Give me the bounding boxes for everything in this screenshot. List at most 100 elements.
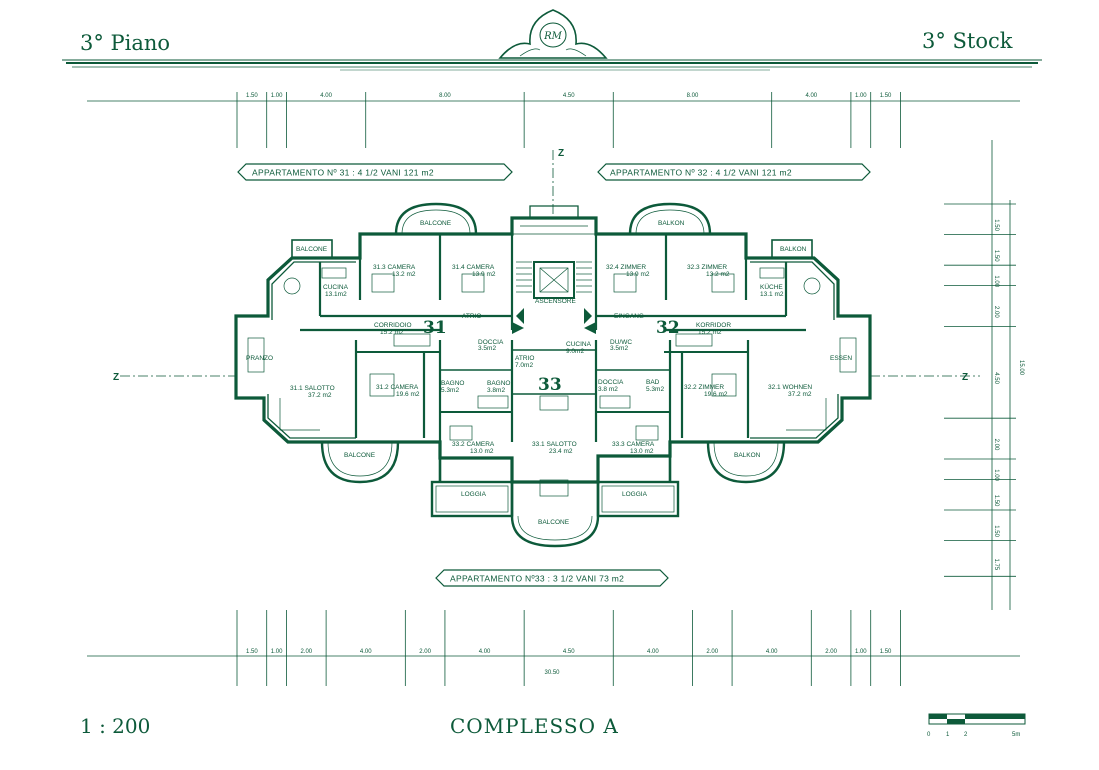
dim-right-label: 1.50 bbox=[993, 250, 999, 262]
label-cucina-33-area: 9.0m2 bbox=[566, 348, 584, 355]
dim-bottom-label: 4.50 bbox=[563, 649, 575, 655]
label-room-31-3: 31.3 CAMERA bbox=[373, 264, 416, 271]
dimension-total-depth: 15.00 bbox=[1018, 360, 1024, 376]
dim-top-label: 4.00 bbox=[805, 93, 817, 99]
dim-bottom-label: 1.50 bbox=[880, 649, 892, 655]
label-room-32-2-area: 19.6 m2 bbox=[704, 391, 728, 398]
label-bagno-2: BAGNO bbox=[487, 380, 510, 387]
label-room-33-1-area: 23.4 m2 bbox=[549, 448, 573, 455]
label-pranzo: PRANZO bbox=[246, 355, 273, 362]
footer: 1 : 200 COMPLESSO A 0 1 2 5m bbox=[80, 713, 1026, 738]
label-room-31-2: 31.2 CAMERA bbox=[376, 384, 419, 391]
label-room-32-4: 32.4 ZIMMER bbox=[606, 264, 646, 271]
label-doccia: DOCCIA bbox=[478, 339, 504, 346]
dim-bottom-label: 4.00 bbox=[647, 649, 659, 655]
label-bad-area: 5.3m2 bbox=[646, 386, 664, 393]
label-ascensore: ASCENSORE bbox=[535, 298, 576, 305]
dim-top-label: 8.00 bbox=[687, 93, 699, 99]
label-room-33-2-area: 13.0 m2 bbox=[470, 448, 494, 455]
axis-mark-left: Z bbox=[113, 372, 119, 383]
dim-bottom-label: 4.00 bbox=[766, 649, 778, 655]
svg-text:1: 1 bbox=[946, 732, 950, 738]
label-balcone-top: BALCONE bbox=[420, 220, 452, 227]
label-atrio: ATRIO bbox=[462, 313, 481, 320]
dim-right-label: 1.75 bbox=[993, 558, 999, 570]
dim-bottom-label: 2.00 bbox=[706, 649, 718, 655]
dim-right-label: 2.00 bbox=[993, 306, 999, 318]
dim-bottom-label: 2.00 bbox=[300, 649, 312, 655]
label-corridoio: CORRIDOIO bbox=[374, 322, 412, 329]
label-doccia-2: DOCCIA bbox=[598, 379, 624, 386]
furniture bbox=[247, 267, 857, 497]
svg-text:APPARTAMENTO Nº 32 : 4 1/2: APPARTAMENTO Nº 32 : 4 1/2 VANI 121 m2 bbox=[610, 168, 792, 178]
label-corridoio-area: 15.2 m2 bbox=[380, 329, 404, 336]
label-eingang: EINGANG bbox=[614, 313, 644, 320]
label-balkon-corner: BALKON bbox=[780, 246, 807, 253]
label-room-32-1-area: 37.2 m2 bbox=[788, 391, 812, 398]
apartment-tag-32: APPARTAMENTO Nº 32 : 4 1/2 VANI 121 m2 bbox=[597, 163, 871, 181]
dim-bottom-label: 1.00 bbox=[855, 649, 867, 655]
label-kuche: KÜCHE bbox=[760, 283, 783, 291]
dim-right-label: 2.00 bbox=[993, 439, 999, 451]
label-balkon-side: BALKON bbox=[734, 452, 761, 459]
scale-bar: 0 1 2 5m bbox=[927, 713, 1026, 738]
dim-top-label: 1.00 bbox=[855, 93, 867, 99]
floor-title-it: 3° Piano bbox=[80, 31, 170, 55]
svg-text:APPARTAMENTO Nº33 : 3 1/2 VA: APPARTAMENTO Nº33 : 3 1/2 VANI 73 m2 bbox=[450, 574, 624, 584]
svg-text:2: 2 bbox=[964, 732, 968, 738]
dim-right-label: 1.00 bbox=[993, 275, 999, 287]
label-room-33-3-area: 13.0 m2 bbox=[630, 448, 654, 455]
dim-top-label: 1.50 bbox=[246, 93, 258, 99]
apartment-tag-31: APPARTAMENTO Nº 31 : 4 1/2 VANI 121 m2 bbox=[237, 163, 513, 181]
building-walls bbox=[234, 205, 872, 518]
label-loggia-right: LOGGIA bbox=[622, 491, 648, 498]
dim-top-label: 4.00 bbox=[320, 93, 332, 99]
unit-number-31: 31 bbox=[423, 318, 447, 338]
axis-mark-right: Z bbox=[962, 372, 968, 383]
unit-number-32: 32 bbox=[656, 318, 680, 338]
scale-label: 1 : 200 bbox=[80, 714, 150, 738]
dim-right-label: 1.50 bbox=[993, 525, 999, 537]
label-room-32-2: 32.2 ZIMMER bbox=[684, 384, 724, 391]
label-room-31-3-area: 13.2 m2 bbox=[392, 271, 416, 278]
label-bagno-1: BAGNO bbox=[441, 380, 464, 387]
unit-number-33: 33 bbox=[538, 375, 562, 395]
dim-bottom-label: 1.00 bbox=[271, 649, 283, 655]
dim-top-label: 8.00 bbox=[439, 93, 451, 99]
dim-right-label: 1.00 bbox=[993, 469, 999, 481]
label-room-31-4: 31.4 CAMERA bbox=[452, 264, 495, 271]
label-balcone-side: BALCONE bbox=[344, 452, 376, 459]
dim-bottom-label: 1.50 bbox=[246, 649, 258, 655]
label-kuche-area: 13.1 m2 bbox=[760, 291, 784, 298]
label-room-31-2-area: 19.6 m2 bbox=[396, 391, 420, 398]
dim-bottom-label: 2.00 bbox=[825, 649, 837, 655]
label-atrio-33-area: 7.0m2 bbox=[515, 362, 533, 369]
label-bagno-2-area: 3.8m2 bbox=[487, 387, 505, 394]
dim-top-label: 4.50 bbox=[563, 93, 575, 99]
label-balcone-bottom: BALCONE bbox=[538, 519, 570, 526]
label-room-33-3: 33.3 CAMERA bbox=[612, 441, 655, 448]
label-room-32-1: 32.1 WOHNEN bbox=[768, 384, 812, 391]
label-bad: BAD bbox=[646, 379, 660, 386]
axis-lines: Z Z Z bbox=[113, 148, 980, 383]
dimension-total-width: 30.50 bbox=[544, 670, 560, 676]
dim-top-label: 1.00 bbox=[271, 93, 283, 99]
label-essen: ESSEN bbox=[830, 355, 852, 362]
label-balcone-corner: BALCONE bbox=[296, 246, 328, 253]
label-doccia-area: 3.5m2 bbox=[478, 345, 496, 352]
header: 3° Piano 3° Stock RM bbox=[62, 9, 1042, 71]
north-mark-top: Z bbox=[558, 148, 564, 159]
svg-text:APPARTAMENTO Nº 31 : 4 1/2: APPARTAMENTO Nº 31 : 4 1/2 VANI 121 m2 bbox=[252, 168, 434, 178]
label-room-31-4-area: 13.9 m2 bbox=[472, 271, 496, 278]
svg-text:0: 0 bbox=[927, 732, 931, 738]
apartment-tag-33: APPARTAMENTO Nº33 : 3 1/2 VANI 73 m2 bbox=[435, 569, 669, 587]
complex-title: COMPLESSO A bbox=[450, 714, 619, 738]
dim-right-label: 1.50 bbox=[993, 495, 999, 507]
label-korridor-area: 15.2 m2 bbox=[698, 329, 722, 336]
label-room-33-1: 33.1 SALOTTO bbox=[532, 441, 577, 448]
dim-right-label: 1.50 bbox=[993, 219, 999, 231]
dim-bottom-label: 4.00 bbox=[360, 649, 372, 655]
